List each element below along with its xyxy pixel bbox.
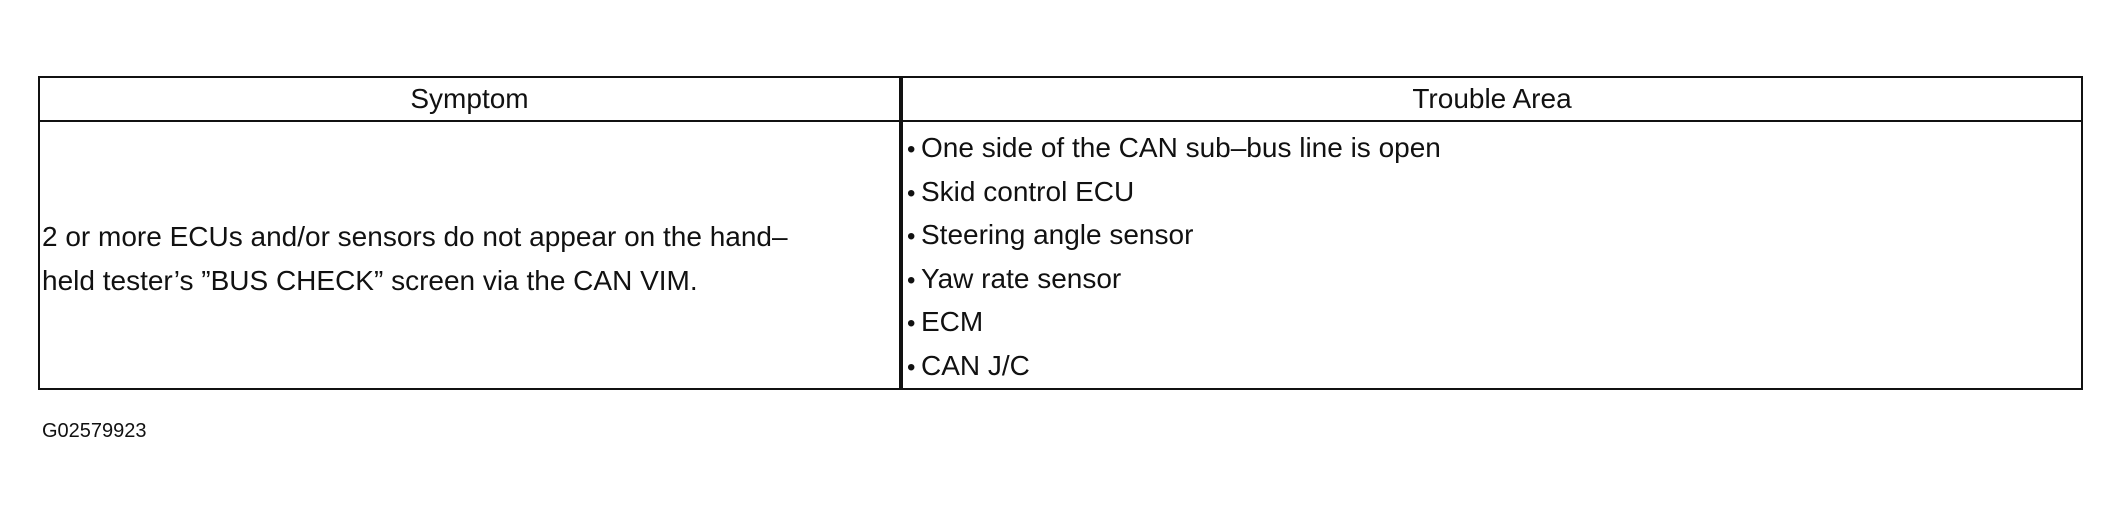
trouble-area-column-header: Trouble Area [901, 78, 2081, 122]
bullet-icon: • [907, 179, 916, 207]
trouble-area-text: ECM [921, 306, 984, 337]
list-item: •ECM [907, 300, 2081, 344]
trouble-area-text: One side of the CAN sub–bus line is open [921, 132, 1441, 163]
table-row: 2 or more ECUs and/or sensors do not app… [40, 121, 2081, 388]
list-item: •One side of the CAN sub–bus line is ope… [907, 126, 2081, 170]
trouble-area-text: CAN J/C [921, 349, 1030, 381]
bullet-icon: • [907, 136, 916, 163]
bullet-icon: • [907, 266, 916, 294]
table-header-row: Symptom Trouble Area [40, 78, 2081, 122]
list-item: •Skid control ECU [907, 170, 2081, 214]
symptom-cell: 2 or more ECUs and/or sensors do not app… [40, 121, 903, 388]
trouble-area-list: •One side of the CAN sub–bus line is ope… [903, 126, 2081, 387]
trouble-area-cell: •One side of the CAN sub–bus line is ope… [901, 121, 2081, 388]
bullet-icon: • [907, 223, 916, 250]
trouble-area-text: Steering angle sensor [921, 219, 1194, 250]
list-item: •Steering angle sensor [907, 213, 2081, 257]
symptom-column-header: Symptom [40, 78, 903, 122]
trouble-area-text: Yaw rate sensor [921, 262, 1122, 294]
symptom-text-line: 2 or more ECUs and/or sensors do not app… [42, 221, 788, 252]
diagnostic-table: Symptom Trouble Area 2 or more ECUs and/… [38, 76, 2083, 390]
symptom-table: Symptom Trouble Area 2 or more ECUs and/… [40, 78, 2081, 388]
bullet-icon: • [907, 353, 916, 381]
list-item: •CAN J/C [907, 344, 2081, 388]
list-item: •Yaw rate sensor [907, 257, 2081, 301]
symptom-text-line: held tester’s ”BUS CHECK” screen via the… [42, 265, 698, 296]
bullet-icon: • [907, 310, 916, 337]
figure-id: G02579923 [42, 420, 147, 442]
trouble-area-text: Skid control ECU [921, 175, 1135, 207]
